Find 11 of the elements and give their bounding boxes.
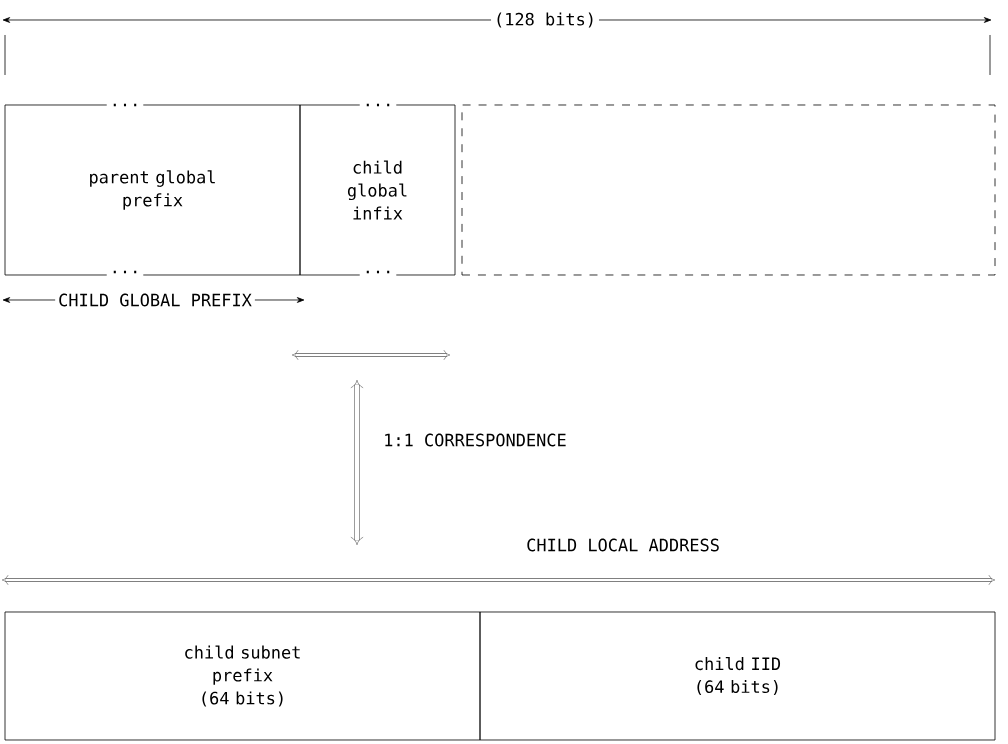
ellipsis: ... <box>359 267 397 277</box>
field-box: child IID (64 bits) <box>479 611 996 741</box>
field-box: child subnet prefix (64 bits) <box>4 611 481 741</box>
dimension-label: CHILD GLOBAL PREFIX <box>55 290 255 310</box>
ellipsis: ... <box>106 100 144 110</box>
ellipsis: ... <box>359 100 397 110</box>
dimension-label: CHILD LOCAL ADDRESS <box>527 538 719 552</box>
ellipsis: ... <box>106 267 144 277</box>
dimension-label: (128 bits) <box>491 9 599 31</box>
correspondence-label: 1:1 CORRESPONDENCE <box>385 433 566 447</box>
empty-field-box <box>461 104 996 276</box>
